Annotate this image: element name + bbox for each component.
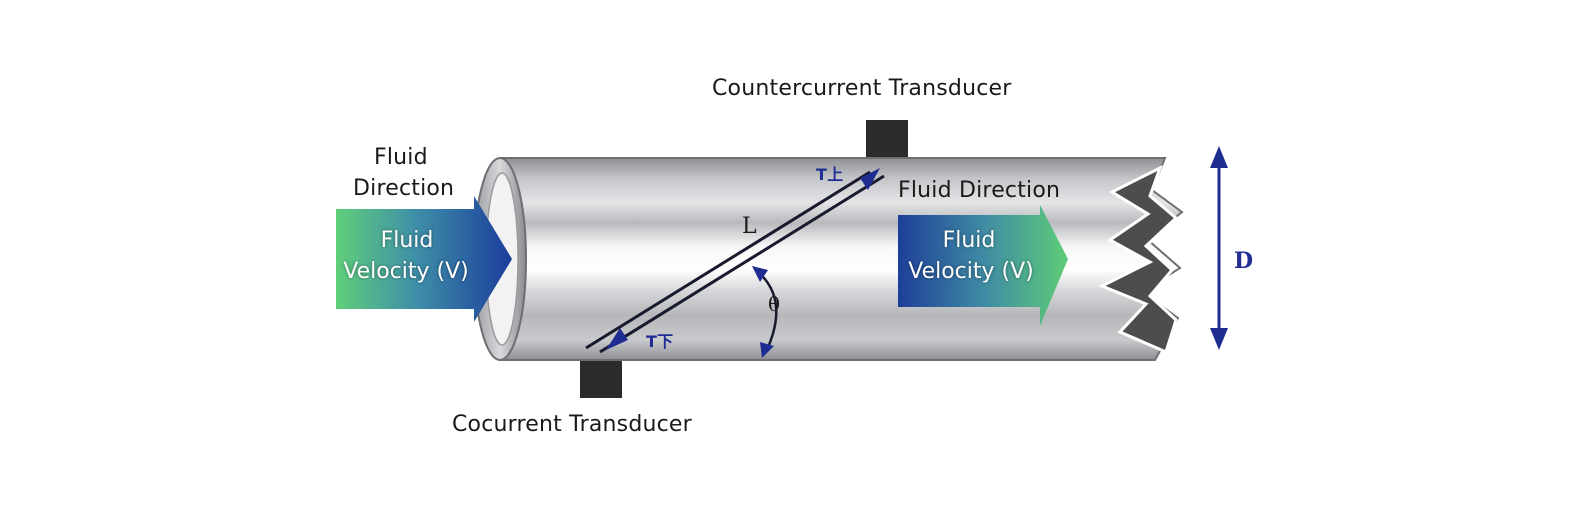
diameter-arrowhead-bottom-icon: [1210, 328, 1228, 350]
time-downstream-label: T下: [646, 332, 674, 351]
angle-arrowhead-bottom-icon: [760, 342, 774, 358]
velocity-left-line2: Velocity (V): [343, 259, 469, 284]
angle-arrowhead-top-icon: [752, 266, 768, 282]
time-upstream-label: T上: [816, 165, 844, 184]
signal-arrowhead-top-icon: [860, 168, 880, 190]
left-velocity-arrow-icon: [336, 196, 512, 322]
angle-arc: [757, 271, 778, 353]
path-length-label: L: [742, 214, 757, 239]
fluid-direction-left-line2: Direction: [353, 176, 455, 201]
countercurrent-transducer-block: [866, 120, 908, 160]
signal-arrowhead-bottom-icon: [606, 328, 628, 350]
pipe-broken-end: [1098, 164, 1179, 355]
countercurrent-transducer-label: Countercurrent Transducer: [712, 76, 1012, 101]
cocurrent-transducer-block: [580, 360, 622, 398]
cocurrent-transducer-label: Cocurrent Transducer: [452, 412, 692, 437]
velocity-right-line2: Velocity (V): [908, 259, 1034, 284]
signal-path-line-2: [599, 174, 885, 354]
fluid-direction-left-line1: Fluid: [374, 145, 428, 170]
angle-theta-label: θ: [768, 292, 781, 316]
diameter-label: D: [1234, 248, 1254, 274]
velocity-left-line1: Fluid: [380, 228, 434, 253]
right-velocity-arrow-icon: [898, 205, 1068, 326]
fluid-direction-right-label: Fluid Direction: [898, 178, 1061, 203]
velocity-right-line1: Fluid: [942, 228, 996, 253]
diameter-arrowhead-top-icon: [1210, 146, 1228, 168]
signal-path-line-1: [585, 170, 871, 350]
